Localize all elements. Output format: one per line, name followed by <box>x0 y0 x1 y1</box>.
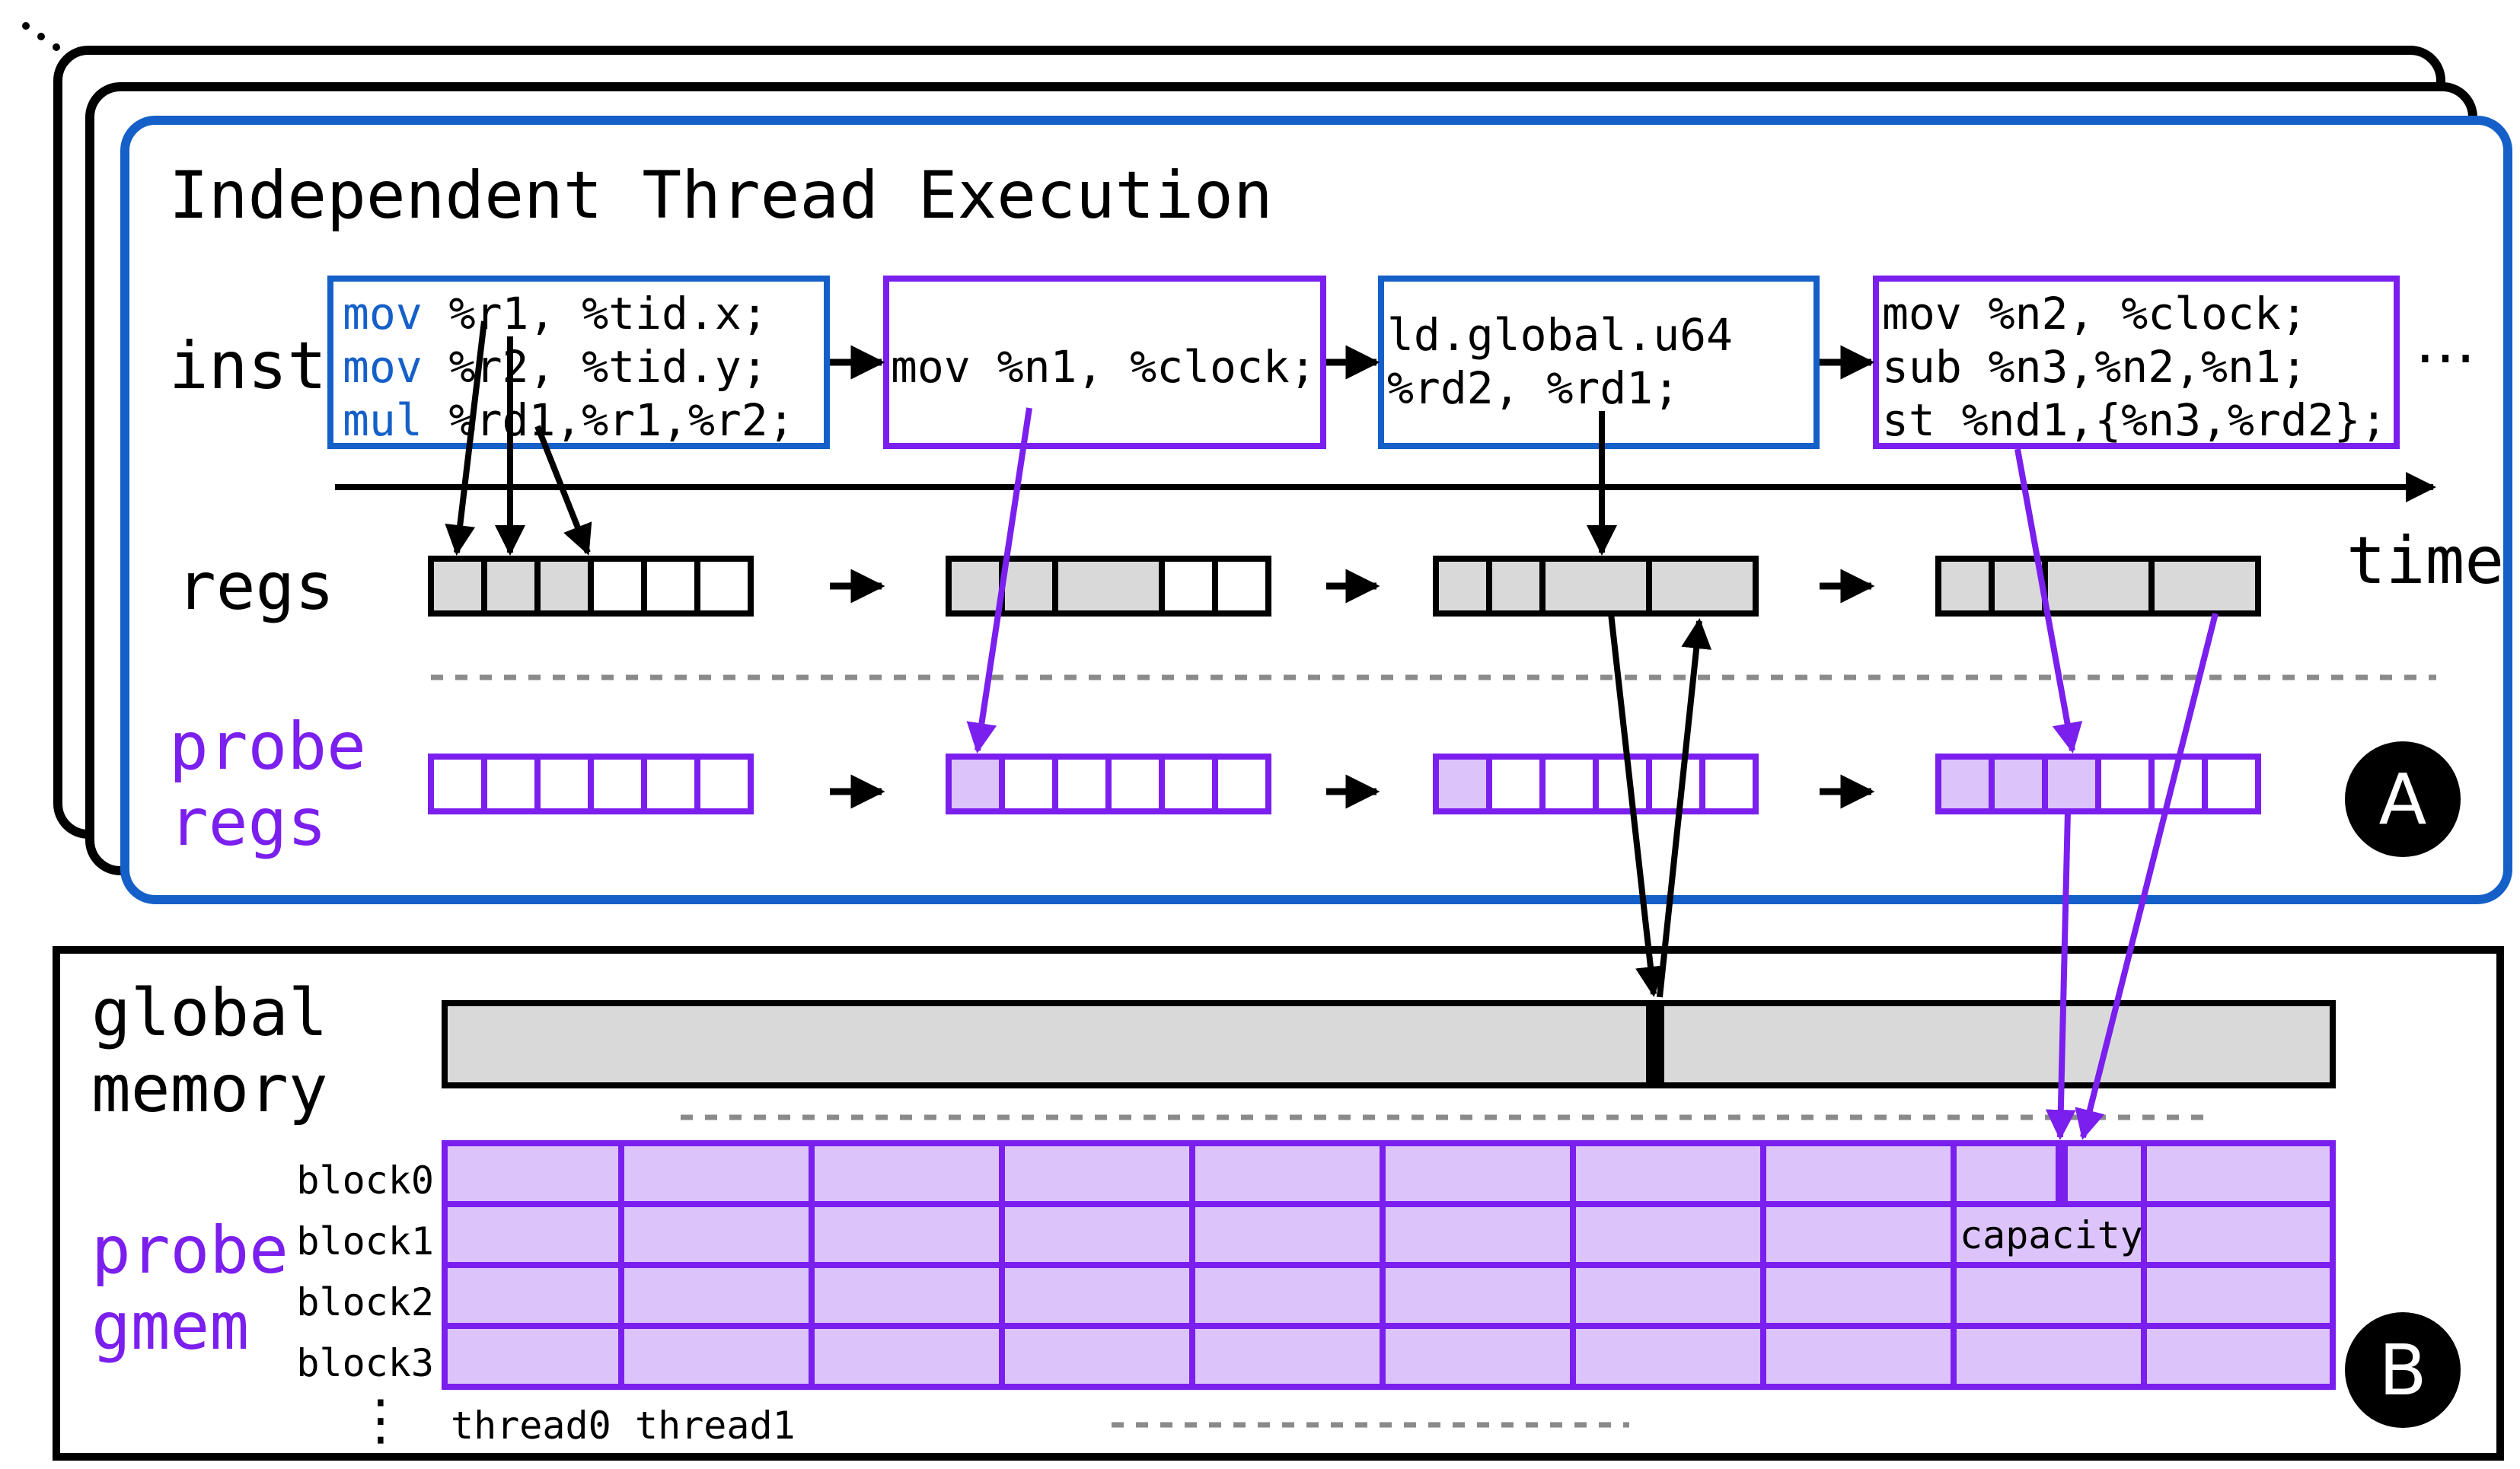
flow-arrow-load-addr <box>1608 613 1666 997</box>
inst-ellipsis: ⋯ <box>2415 321 2476 392</box>
flow-arrow-load-value <box>1657 618 1712 998</box>
flow-arrow-clock1 <box>966 407 1032 754</box>
block-label-2: block2 <box>296 1280 434 1324</box>
inst-box-1 <box>327 276 830 449</box>
regs-label: regs <box>177 549 334 625</box>
stack-dots <box>22 22 60 51</box>
badge-b: B <box>2345 1312 2461 1428</box>
inst-box-1-line2: mov %r2, %tid.y; <box>343 341 768 393</box>
global-memory-label-line2: memory <box>91 1051 328 1127</box>
regs-group-4 <box>1935 556 2261 617</box>
inst-box-3-line2: %rd2, %rd1; <box>1387 362 1679 414</box>
probe-regs-group-2 <box>946 754 1271 814</box>
block-label-0: block0 <box>296 1158 434 1203</box>
thread-label-0: thread0 <box>451 1404 611 1448</box>
time-label: time <box>2346 523 2504 599</box>
thread-execution-title: Independent Thread Execution <box>169 158 1273 234</box>
probe-regs-group-4 <box>1935 754 2261 814</box>
block-label-1: block1 <box>296 1219 434 1263</box>
thread-label-1: thread1 <box>635 1404 796 1448</box>
global-memory-bar <box>442 1000 2336 1088</box>
probe-gmem-label-line2: gmem <box>91 1289 249 1365</box>
probe-regs-group-1 <box>428 754 754 814</box>
probe-gmem-grid <box>442 1140 2336 1390</box>
global-memory-label-line1: global <box>91 975 328 1051</box>
badge-a: A <box>2345 741 2461 857</box>
badge-a-label: A <box>2379 759 2427 840</box>
regs-group-1 <box>428 556 754 617</box>
flow-arrow-r1 <box>445 320 487 556</box>
inst-box-4 <box>1873 276 2400 449</box>
inst-box-3-line1: ld.global.u64 <box>1387 309 1733 361</box>
flow-arrow-store-time <box>2045 811 2076 1140</box>
block-label-3: block3 <box>296 1341 434 1385</box>
inst-box-4-line1: mov %n2, %clock; <box>1882 288 2308 339</box>
probe-regs-label-line1: probe <box>169 709 366 785</box>
regs-group-3 <box>1433 556 1759 617</box>
flow-arrow-clock2 <box>2014 448 2083 754</box>
inst-label: inst <box>169 328 327 404</box>
capacity-label: capacity <box>1960 1213 2143 1257</box>
badge-b-label: B <box>2378 1330 2426 1411</box>
flow-arrow-store-addr <box>2075 613 2219 1140</box>
inst-box-2-line1: mov %n1, %clock; <box>891 341 1316 393</box>
probe-gmem-write-mark <box>2056 1143 2068 1204</box>
probe-gmem-label-line1: probe <box>91 1212 289 1289</box>
probe-regs-label-line2: regs <box>169 785 327 861</box>
probe-regs-group-3 <box>1433 754 1759 814</box>
inst-box-4-line2: sub %n3,%n2,%n1; <box>1882 341 2308 393</box>
inst-box-1-line1: mov %r1, %tid.x; <box>343 288 768 339</box>
global-memory-accessed-cell <box>1646 1000 1664 1088</box>
inst-box-4-line3: st %nd1,{%n3,%rd2}; <box>1882 394 2387 446</box>
blocks-vertical-ellipsis: ⋮ <box>353 1388 408 1451</box>
flow-arrow-rd1 <box>534 425 592 556</box>
inst-box-1-line3: mul %rd1,%r1,%r2; <box>343 394 795 446</box>
inst-box-2 <box>883 276 1326 449</box>
